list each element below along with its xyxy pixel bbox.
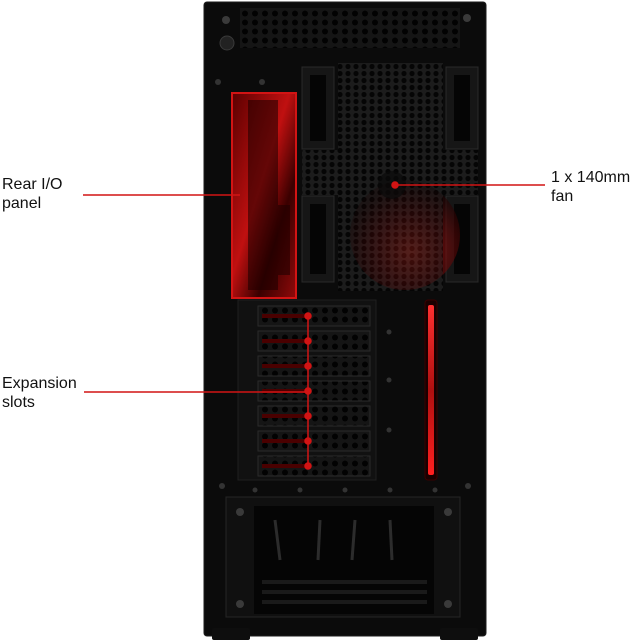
expansion-slot [257,430,371,452]
callout-expansion [84,312,312,470]
top-screw-right [463,14,471,22]
top-screw-left [222,16,230,24]
rear-io-label-line2: panel [2,195,42,212]
expansion-label-line2: slots [2,394,35,411]
psu-bay-opening [254,506,434,614]
power-button [219,35,235,51]
rear-io-label-line1: Rear I/O [2,176,63,193]
expansion-slot [257,380,371,402]
fan-label: 1 x 140mm fan [551,168,630,206]
expansion-slot [257,455,371,477]
expansion-slot [257,305,371,327]
expansion-slot [257,405,371,427]
top-vent [240,8,460,48]
fan-label-line1: 1 x 140mm [551,169,631,186]
fan-label-line2: fan [551,188,574,205]
rear-io-label: Rear I/O panel [2,175,62,213]
expansion-slot [257,355,371,377]
expansion-label-line1: Expansion [2,375,77,392]
foot-right [440,628,478,640]
expansion-slot-covers [257,305,371,477]
foot-left [212,628,250,640]
expansion-slot [257,330,371,352]
callout-fan [391,181,545,189]
expansion-slots-label: Expansion slots [2,374,77,412]
